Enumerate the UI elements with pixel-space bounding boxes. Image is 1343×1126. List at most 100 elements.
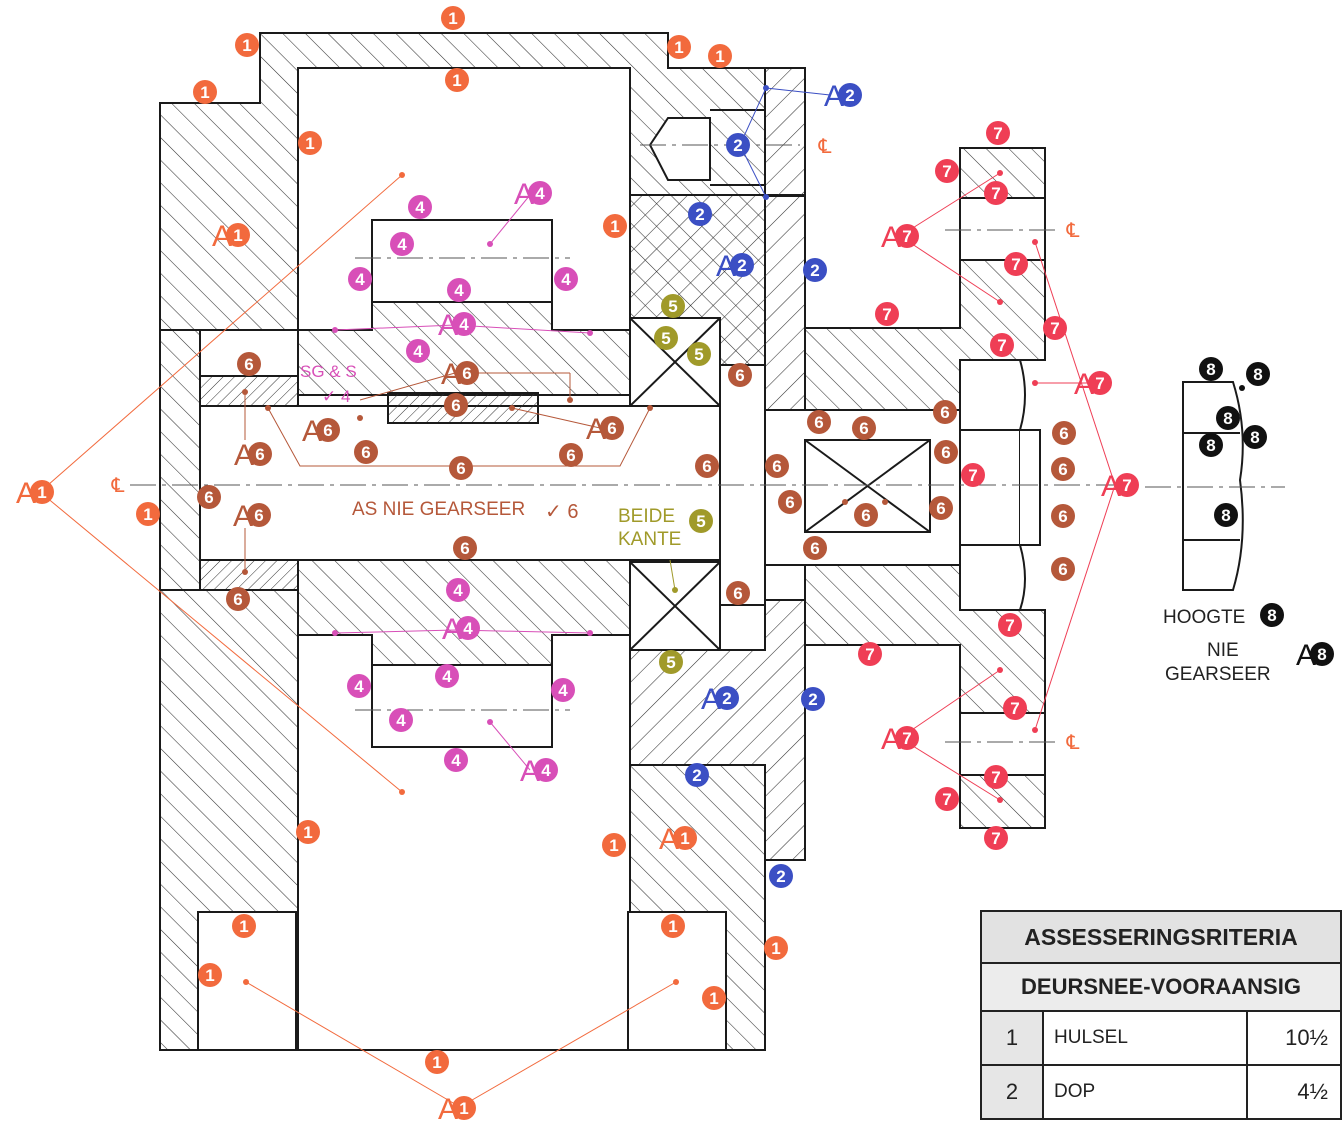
svg-text:6: 6 (733, 584, 742, 603)
svg-text:1: 1 (242, 36, 251, 55)
leader-dot (842, 499, 848, 505)
mark-badge-icon: 6 (453, 536, 477, 560)
assessment-marker-icon: A (881, 723, 901, 756)
nie-label: NIE (1207, 640, 1239, 661)
assessment-marker-icon: A (659, 823, 679, 856)
mark-badge-icon: 8 (1246, 362, 1270, 386)
mark-badge-icon: 5 (687, 342, 711, 366)
svg-text:7: 7 (882, 305, 891, 324)
assessment-marker-icon: A (438, 309, 458, 342)
assessment-marker-icon: A (1074, 368, 1094, 401)
mark-badge-icon: 5 (689, 509, 713, 533)
svg-text:6: 6 (361, 443, 370, 462)
svg-text:4: 4 (413, 342, 423, 361)
svg-text:6: 6 (785, 493, 794, 512)
svg-text:4: 4 (463, 619, 473, 638)
leader-dot (399, 789, 405, 795)
mark-badge-icon: 6 (1052, 421, 1076, 445)
svg-text:4: 4 (453, 581, 463, 600)
assessment-marker-icon: A (233, 500, 253, 533)
svg-text:1: 1 (680, 829, 689, 848)
mark-badge-icon: 4 (554, 267, 578, 291)
leader-dot (763, 85, 769, 91)
assessment-marker-icon: A (1296, 639, 1316, 672)
svg-text:5: 5 (666, 653, 675, 672)
leader-dot (997, 797, 1003, 803)
svg-text:7: 7 (968, 466, 977, 485)
mark-badge-icon: 5 (661, 294, 685, 318)
svg-text:7: 7 (991, 184, 1000, 203)
mark-badge-icon: 4 (551, 678, 575, 702)
svg-text:6: 6 (1058, 507, 1067, 526)
mark-badge-icon: 4 (406, 339, 430, 363)
mark-badge-icon: 4 (347, 674, 371, 698)
mark-badge-icon: 4 (444, 748, 468, 772)
leader-dot (509, 405, 515, 411)
svg-text:6: 6 (255, 445, 264, 464)
svg-text:6: 6 (462, 364, 471, 383)
svg-text:4: 4 (354, 677, 364, 696)
mark-badge-icon: 6 (929, 496, 953, 520)
svg-text:1: 1 (233, 226, 242, 245)
mark-badge-icon: 4 (447, 278, 471, 302)
mark-badge-icon: 1 (232, 914, 256, 938)
svg-text:A: A (212, 220, 232, 253)
beide-label: BEIDE (618, 506, 675, 527)
leader-lines (39, 87, 1116, 1108)
svg-text:4: 4 (397, 235, 407, 254)
mark-badge-icon: 4 (348, 267, 372, 291)
svg-text:2: 2 (695, 205, 704, 224)
svg-text:7: 7 (865, 645, 874, 664)
leader-dot (487, 241, 493, 247)
leader-dot (882, 499, 888, 505)
svg-text:A: A (716, 250, 736, 283)
mark-badge-icon: 1 (702, 986, 726, 1010)
svg-text:4: 4 (442, 667, 452, 686)
svg-text:7: 7 (902, 729, 911, 748)
svg-text:2: 2 (776, 867, 785, 886)
svg-text:8: 8 (1221, 506, 1230, 525)
leader-dot (242, 389, 248, 395)
assessment-marker-icon: A (716, 250, 736, 283)
leader-dot (647, 405, 653, 411)
svg-text:4: 4 (355, 270, 365, 289)
leader-dot (399, 172, 405, 178)
mark-badge-icon: 6 (1051, 504, 1075, 528)
mark-badge-icon: 1 (441, 6, 465, 30)
svg-text:1: 1 (37, 483, 46, 502)
mark-badge-icon: 1 (296, 820, 320, 844)
leader-dot (332, 630, 338, 636)
svg-text:6: 6 (451, 396, 460, 415)
svg-text:4: 4 (415, 198, 425, 217)
svg-text:A: A (438, 1093, 458, 1126)
svg-text:7: 7 (991, 829, 1000, 848)
svg-text:1: 1 (668, 917, 677, 936)
mark-badge-icon: 1 (764, 936, 788, 960)
mark-badge-icon: 6 (455, 361, 479, 385)
mark-badge-icon: 1 (708, 44, 732, 68)
assessment-marker-icon: A (16, 477, 36, 510)
mark-badge-icon: 2 (730, 253, 754, 277)
centerline-symbol-icon: ℄ (1066, 730, 1080, 754)
svg-text:6: 6 (1058, 560, 1067, 579)
mark-badge-icon: 6 (765, 454, 789, 478)
svg-text:6: 6 (735, 366, 744, 385)
svg-text:6: 6 (940, 403, 949, 422)
leader-dot (587, 630, 593, 636)
mark-badge-icon: 7 (986, 121, 1010, 145)
svg-text:8: 8 (1267, 606, 1276, 625)
mark-badge-icon: 6 (197, 485, 221, 509)
svg-text:A: A (514, 178, 534, 211)
svg-text:A: A (302, 415, 322, 448)
mark-badge-icon: 7 (990, 333, 1014, 357)
mark-badge-icon: 6 (600, 416, 624, 440)
leader-dot (587, 330, 593, 336)
mark-badge-icon: 2 (726, 133, 750, 157)
center-lines (130, 144, 1285, 743)
leader-dot (997, 299, 1003, 305)
svg-text:8: 8 (1317, 645, 1326, 664)
svg-text:5: 5 (694, 345, 703, 364)
svg-text:7: 7 (1005, 616, 1014, 635)
mark-badge-icon: 1 (298, 131, 322, 155)
mark-badge-icon: 6 (316, 418, 340, 442)
